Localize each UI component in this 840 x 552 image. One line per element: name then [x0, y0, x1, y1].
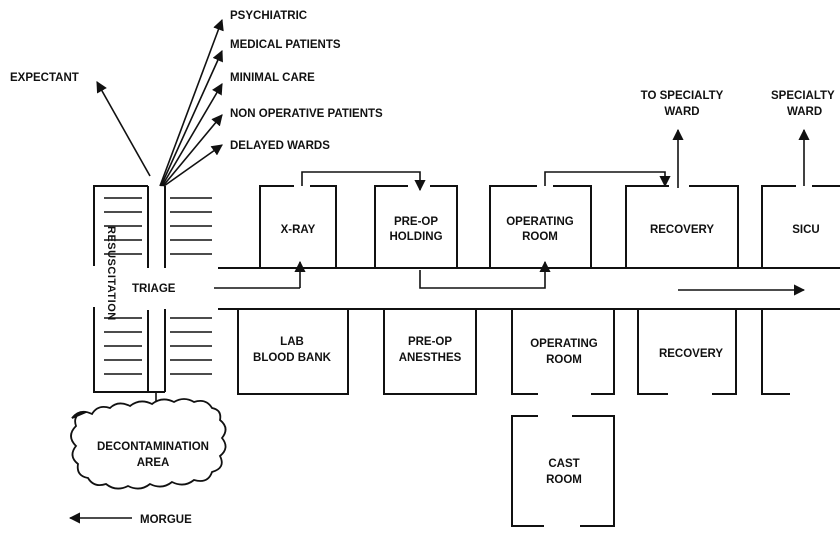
operating-room-lower — [511, 309, 538, 395]
label-non-operative-patients: NON OPERATIVE PATIENTS — [230, 108, 383, 120]
room-sicu: SICU — [792, 224, 819, 236]
operating-room-upper — [489, 185, 537, 268]
label-to-specialty-ward-line1: TO SPECIALTY — [641, 90, 724, 102]
arrow-to-minimal-care — [161, 83, 223, 187]
room-preop-holding-line1: PRE-OP — [394, 216, 438, 228]
label-minimal-care: MINIMAL CARE — [230, 72, 315, 84]
sicu-room — [761, 185, 796, 268]
resuscitation-lower-wall — [93, 307, 148, 393]
resuscitation-upper-wall — [93, 185, 148, 266]
room-preop-anesthes-line1: PRE-OP — [408, 336, 452, 348]
room-preop-holding-line2: HOLDING — [389, 231, 442, 243]
room-preop-anesthes-line2: ANESTHES — [399, 352, 462, 364]
label-decontamination-line2: AREA — [137, 457, 170, 469]
decontamination-area-cloud — [70, 398, 227, 490]
room-lab-line2: BLOOD BANK — [253, 352, 332, 364]
room-operating-upper-line2: ROOM — [522, 231, 558, 243]
arrow-to-psychiatric — [159, 18, 224, 187]
room-xray: X-RAY — [281, 224, 316, 236]
preop-holding-room — [374, 185, 408, 268]
label-specialty-ward-line1: SPECIALTY — [771, 90, 835, 102]
room-cast-line2: ROOM — [546, 474, 582, 486]
label-psychiatric: PSYCHIATRIC — [230, 10, 307, 22]
arrow-to-expectant — [96, 81, 151, 177]
room-recovery-upper: RECOVERY — [650, 224, 714, 236]
arrow-to-delayed-wards — [163, 144, 223, 187]
arrow-to-medical-patients — [160, 49, 223, 187]
label-decontamination-line1: DECONTAMINATION — [97, 441, 209, 453]
room-operating-upper-line1: OPERATING — [506, 216, 574, 228]
cast-room — [511, 415, 544, 527]
xray-room — [259, 185, 294, 268]
room-cast-line1: CAST — [548, 458, 579, 470]
flow-xray-to-preop — [301, 171, 426, 192]
label-triage: TRIAGE — [132, 283, 176, 295]
label-expectant: EXPECTANT — [10, 72, 79, 84]
flow-preop-to-or — [419, 260, 551, 289]
room-recovery-lower: RECOVERY — [659, 348, 723, 360]
triage-area — [93, 185, 212, 412]
room-operating-lower-line2: ROOM — [546, 354, 582, 366]
lab-room — [237, 309, 349, 395]
room-operating-lower-line1: OPERATING — [530, 338, 598, 350]
recovery-room-upper — [625, 185, 669, 268]
upper-rooms — [259, 185, 840, 268]
flow-or-to-recovery — [544, 171, 671, 188]
label-delayed-wards: DELAYED WARDS — [230, 140, 330, 152]
arrow-to-non-operative — [162, 114, 223, 187]
label-resuscitation: RESUSCITATION — [105, 226, 117, 321]
label-morgue: MORGUE — [140, 514, 192, 526]
disposition-arrows — [96, 18, 224, 187]
room-lab-line1: LAB — [280, 336, 304, 348]
label-to-specialty-ward-line2: WARD — [664, 106, 699, 118]
label-specialty-ward-line2: WARD — [787, 106, 822, 118]
patient-flow — [214, 128, 810, 296]
label-medical-patients: MEDICAL PATIENTS — [230, 39, 341, 51]
lower-rooms — [237, 309, 790, 527]
recovery-room-lower — [637, 309, 668, 395]
preop-anesthes-room — [383, 309, 477, 395]
